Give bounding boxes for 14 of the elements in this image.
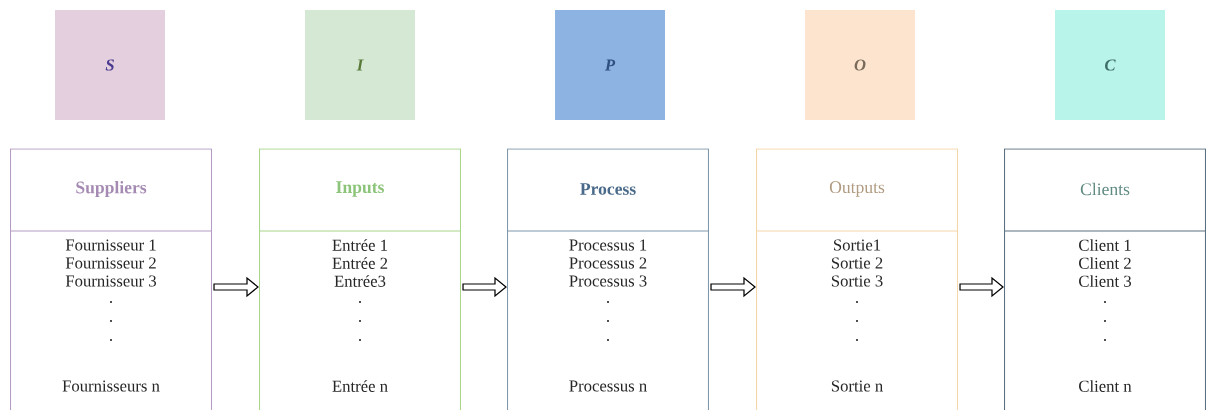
letter-square: C xyxy=(1055,10,1165,120)
arrow xyxy=(462,276,507,298)
arrow xyxy=(710,276,756,298)
arrow xyxy=(213,276,259,298)
column-box: Outputs Sortie1 Sortie 2 Sortie 3 . . . Sortie n xyxy=(756,148,959,410)
letter-square: P xyxy=(555,10,665,120)
arrow xyxy=(959,276,1004,298)
letter-square: I xyxy=(305,10,415,120)
letter-square: S xyxy=(55,10,165,120)
column-box: Process Processus 1 Processus 2 Processus 3 . . . Processus n xyxy=(506,148,710,410)
column-box: Clients Client 1 Client 2 Client 3 . . . Client n xyxy=(1004,148,1207,410)
column-box: Suppliers Fournisseur 1 Fournisseur 2 Fournisseur 3 . . . Fournisseurs n xyxy=(9,148,213,410)
letter-square: O xyxy=(805,10,915,120)
column-box: Inputs Entrée 1 Entrée 2 Entrée3 . . . Entrée n xyxy=(258,148,462,410)
